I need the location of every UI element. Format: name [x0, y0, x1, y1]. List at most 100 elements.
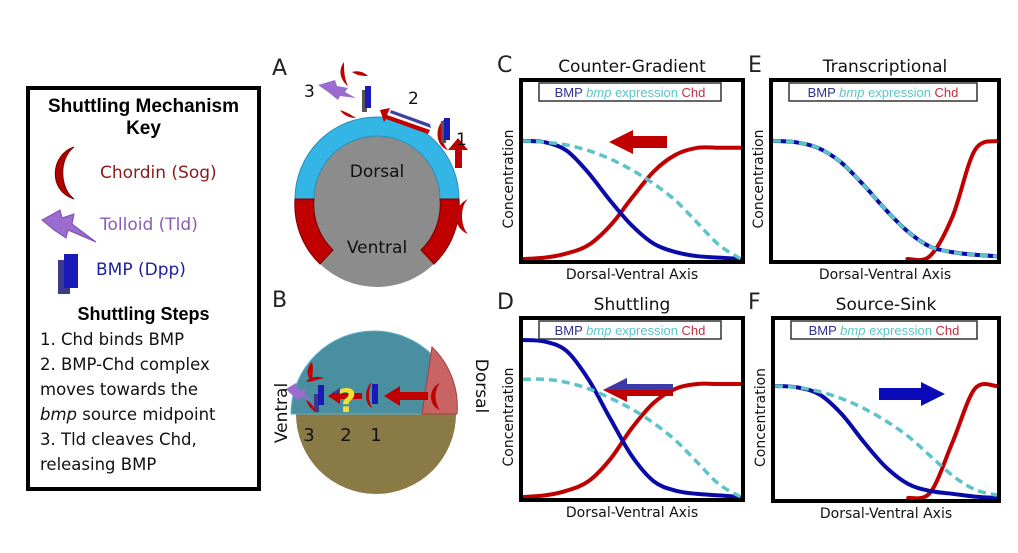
bmp-block-icon — [58, 254, 78, 294]
legend-box — [790, 320, 978, 340]
legend: BMP bmp expression Chd — [808, 85, 959, 100]
series-chd-line — [905, 138, 999, 263]
legend-entry: bmp — [839, 85, 868, 100]
tolloid-bolt-icon — [286, 383, 312, 401]
ventral-label-a: Ventral — [347, 238, 407, 258]
key-title-line2: Key — [126, 118, 161, 139]
legend-box — [788, 82, 978, 102]
panel-letter-f: F — [748, 290, 761, 315]
step-number-3-b: 3 — [303, 425, 314, 446]
step-1: 1. Chd binds BMP — [40, 330, 185, 349]
legend-entry: BMP — [555, 323, 587, 338]
bmp-block-icon — [362, 90, 367, 112]
key-label-tolloid: Tolloid (Tld) — [100, 215, 198, 235]
series-bmp-line — [521, 338, 743, 499]
legend-entry: BMP — [808, 85, 840, 100]
cleaved-chordin-icon — [340, 62, 348, 86]
plot-frame — [769, 78, 1001, 264]
tolloid-bolt-icon — [41, 209, 97, 243]
key-label-bmp: BMP (Dpp) — [96, 260, 186, 280]
x-axis-label: Dorsal-Ventral Axis — [819, 267, 951, 283]
step-number-3-a: 3 — [304, 82, 315, 102]
legend-entry: Chd — [935, 85, 959, 100]
key-title-line1: Shuttling Mechanism — [47, 96, 240, 117]
dorsal-domain-a — [294, 116, 460, 200]
arrow-up-icon — [448, 138, 468, 168]
bmp-italic: bmp — [40, 405, 78, 424]
step-3: 3. Tld cleaves Chd, — [40, 430, 197, 449]
chordin-crescent-icon — [431, 383, 440, 410]
panel-a: A Dorsal Ventral 1 2 3 — [272, 56, 468, 287]
bmp-block-icon — [318, 385, 324, 405]
steps-title: Shuttling Steps — [77, 304, 210, 324]
arrow-complex-icon — [380, 108, 430, 134]
ventral-half-b — [296, 414, 456, 494]
bmp-block-icon — [365, 86, 371, 108]
key-label-chordin: Chordin (Sog) — [100, 163, 217, 183]
cleaved-chordin-icon — [307, 362, 313, 382]
bmp-block-icon — [441, 121, 446, 143]
legend-entry: expression — [868, 85, 934, 100]
plot-frame — [771, 316, 1001, 503]
panel-a-letter: A — [272, 56, 287, 81]
step-number-2-b: 2 — [340, 425, 351, 446]
legend-entry: expression — [615, 323, 681, 338]
y-axis-label: Concentration — [753, 368, 769, 467]
chordin-crescent-icon — [456, 199, 468, 234]
arrow-left-icon — [384, 386, 428, 406]
panel-letter-d: D — [497, 290, 514, 315]
chordin-crescent-icon — [54, 146, 75, 200]
step-number-1-b: 1 — [370, 425, 381, 446]
y-axis-label: Concentration — [501, 129, 517, 228]
legend-entry: BMP — [809, 323, 841, 338]
chd-source-b — [421, 345, 458, 415]
cleaved-chordin-icon — [306, 376, 324, 382]
chart-panel-e: E TranscriptionalConcentrationDorsal-Vent… — [748, 53, 1001, 283]
arrow-left-icon — [609, 130, 667, 154]
y-axis-label: Concentration — [751, 129, 767, 228]
chordin-crescent-icon — [437, 118, 448, 150]
legend-entry: Chd — [936, 323, 960, 338]
legend: BMP bmp expression Chd — [555, 85, 706, 100]
legend-entry: expression — [869, 323, 935, 338]
cleaved-chordin-icon — [340, 110, 356, 118]
series-bmp-line — [771, 138, 999, 259]
step-number-1-a: 1 — [456, 130, 467, 150]
legend-entry: bmp — [586, 323, 615, 338]
legend-entry: bmp — [586, 85, 615, 100]
chart-title: Transcriptional — [822, 57, 947, 77]
step-3-cont: releasing BMP — [40, 455, 157, 474]
series-bmp-line — [773, 384, 999, 500]
legend-entry: bmp — [840, 323, 869, 338]
series-chd-line — [521, 381, 743, 499]
series-chd-line — [521, 145, 743, 261]
legend-entry: Chd — [682, 323, 706, 338]
panel-b: B ? 3 2 1 Ventral Dorsal — [272, 288, 491, 494]
step-number-2-a: 2 — [408, 89, 419, 109]
step-2-cont-2: bmp source midpoint — [40, 405, 216, 424]
ventral-label-b: Ventral — [272, 383, 292, 443]
bmp-block-icon — [314, 394, 319, 412]
series-bmp-expression-line — [774, 384, 998, 497]
question-mark: ? — [338, 382, 357, 420]
chart-title: Shuttling — [594, 295, 671, 315]
legend-entry: expression — [615, 85, 681, 100]
bmp-block-icon — [372, 384, 378, 404]
legend: BMP bmp expression Chd — [809, 323, 960, 338]
legend: BMP bmp expression Chd — [555, 323, 706, 338]
cleaved-chordin-icon — [306, 400, 316, 412]
plot-frame — [519, 78, 745, 264]
step-2-cont-2-text: source midpoint — [82, 405, 216, 424]
panel-letter-e: E — [748, 53, 762, 78]
series-chd-line — [906, 381, 999, 501]
legend-box — [538, 320, 722, 340]
series-bmp-line — [521, 138, 743, 261]
legend-box — [538, 82, 722, 102]
tolloid-bolt-icon — [318, 80, 356, 100]
x-axis-label: Dorsal-Ventral Axis — [566, 505, 698, 521]
cleaved-chordin-icon — [352, 71, 368, 76]
arrow-bmp-stripe — [603, 378, 673, 390]
